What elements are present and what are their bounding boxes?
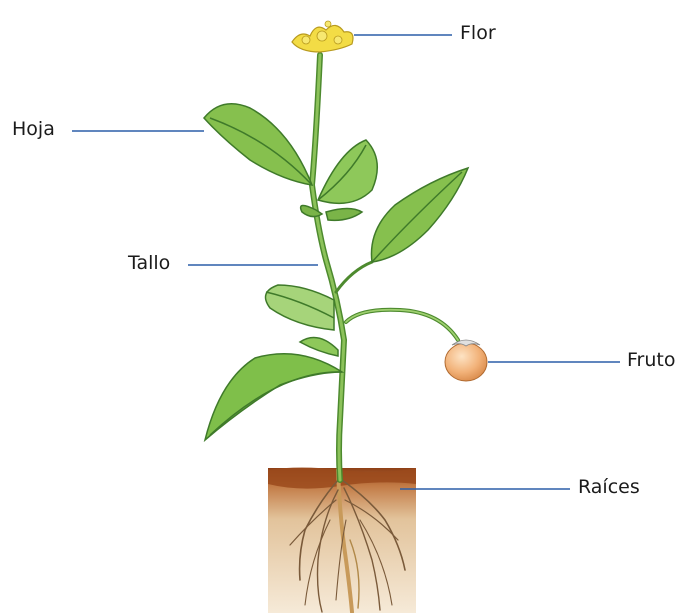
label-hoja: Hoja — [12, 120, 55, 139]
leaves — [204, 104, 468, 440]
stem — [312, 55, 458, 480]
label-flor: Flor — [460, 24, 496, 43]
fruit — [445, 340, 487, 381]
label-fruto: Fruto — [627, 351, 675, 370]
flower — [292, 21, 353, 52]
label-raices: Raíces — [578, 478, 640, 497]
label-tallo: Tallo — [128, 254, 170, 273]
